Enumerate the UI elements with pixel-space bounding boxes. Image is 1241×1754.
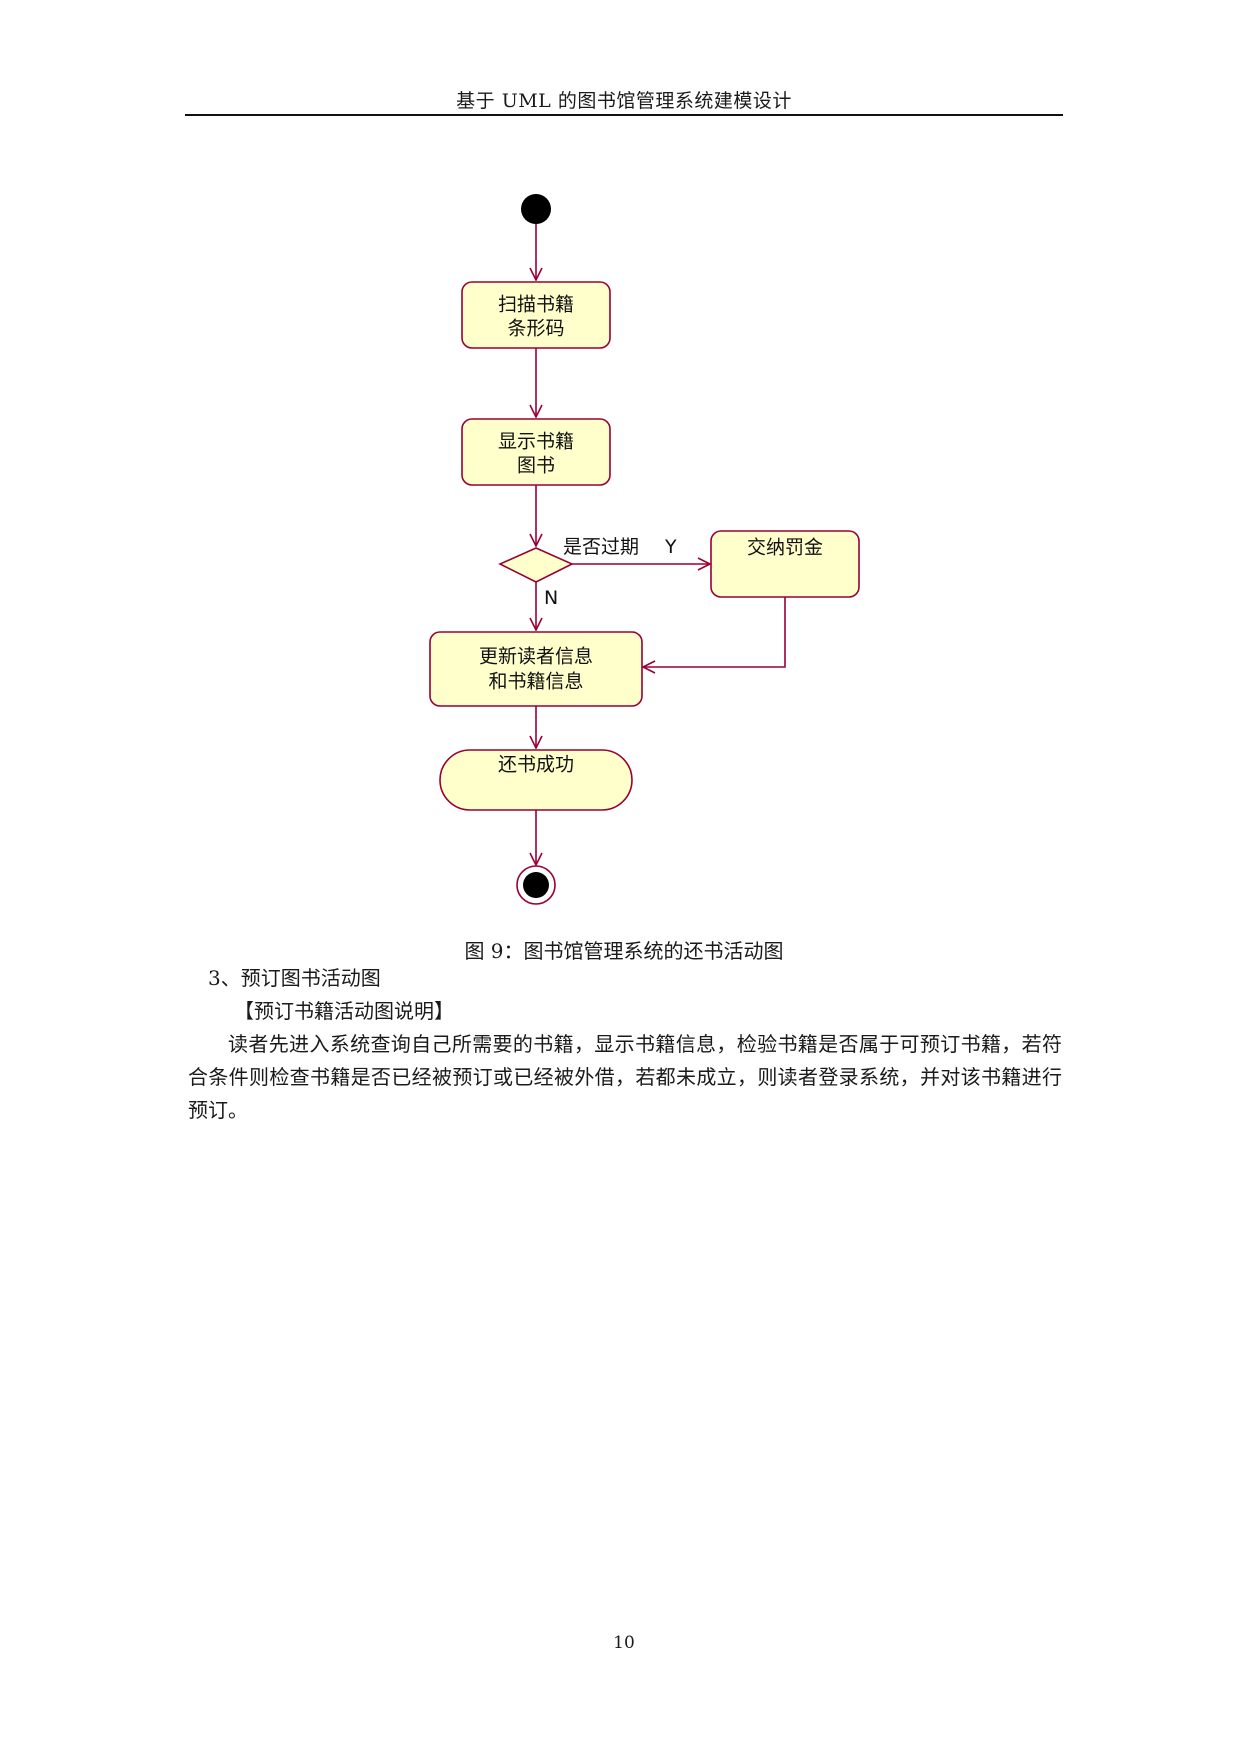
page-header: 基于 UML 的图书馆管理系统建模设计	[456, 90, 792, 112]
guard-yes: Y	[664, 536, 677, 558]
guard-question: 是否过期	[563, 536, 639, 558]
section-body: 读者先进入系统查询自己所需要的书籍，显示书籍信息，检验书籍是否属于可预订书籍，若…	[188, 1032, 1062, 1122]
action-label: 条形码	[507, 318, 564, 340]
activity-diagram: 扫描书籍 条形码 显示书籍 图书 是否过期 Y N 交纳罚金 更新读者信息 和书…	[429, 194, 860, 905]
action-label: 扫描书籍	[498, 294, 574, 316]
figure-caption: 图 9：图书馆管理系统的还书活动图	[464, 939, 784, 963]
state-label: 还书成功	[498, 754, 574, 776]
action-label: 交纳罚金	[747, 537, 823, 559]
initial-node	[521, 194, 551, 224]
action-update-info: 更新读者信息 和书籍信息	[429, 631, 643, 707]
header-rule	[185, 114, 1063, 116]
final-node	[516, 865, 556, 905]
page-number: 10	[613, 1633, 635, 1653]
action-label: 更新读者信息	[479, 646, 593, 668]
action-pay-fine: 交纳罚金	[710, 530, 860, 598]
state-return-success: 还书成功	[439, 749, 633, 811]
action-label: 图书	[517, 455, 555, 477]
section-heading: 3、预订图书活动图	[208, 966, 381, 990]
edge-fine-to-update	[643, 597, 786, 667]
action-display-book: 显示书籍 图书	[461, 418, 611, 486]
edges	[536, 224, 786, 865]
action-label: 和书籍信息	[488, 671, 583, 693]
guard-no: N	[544, 587, 558, 609]
section-subheading: 【预订书籍活动图说明】	[234, 999, 454, 1023]
action-label: 显示书籍	[498, 431, 574, 453]
decision-node	[498, 547, 574, 583]
action-scan-barcode: 扫描书籍 条形码	[461, 281, 611, 349]
